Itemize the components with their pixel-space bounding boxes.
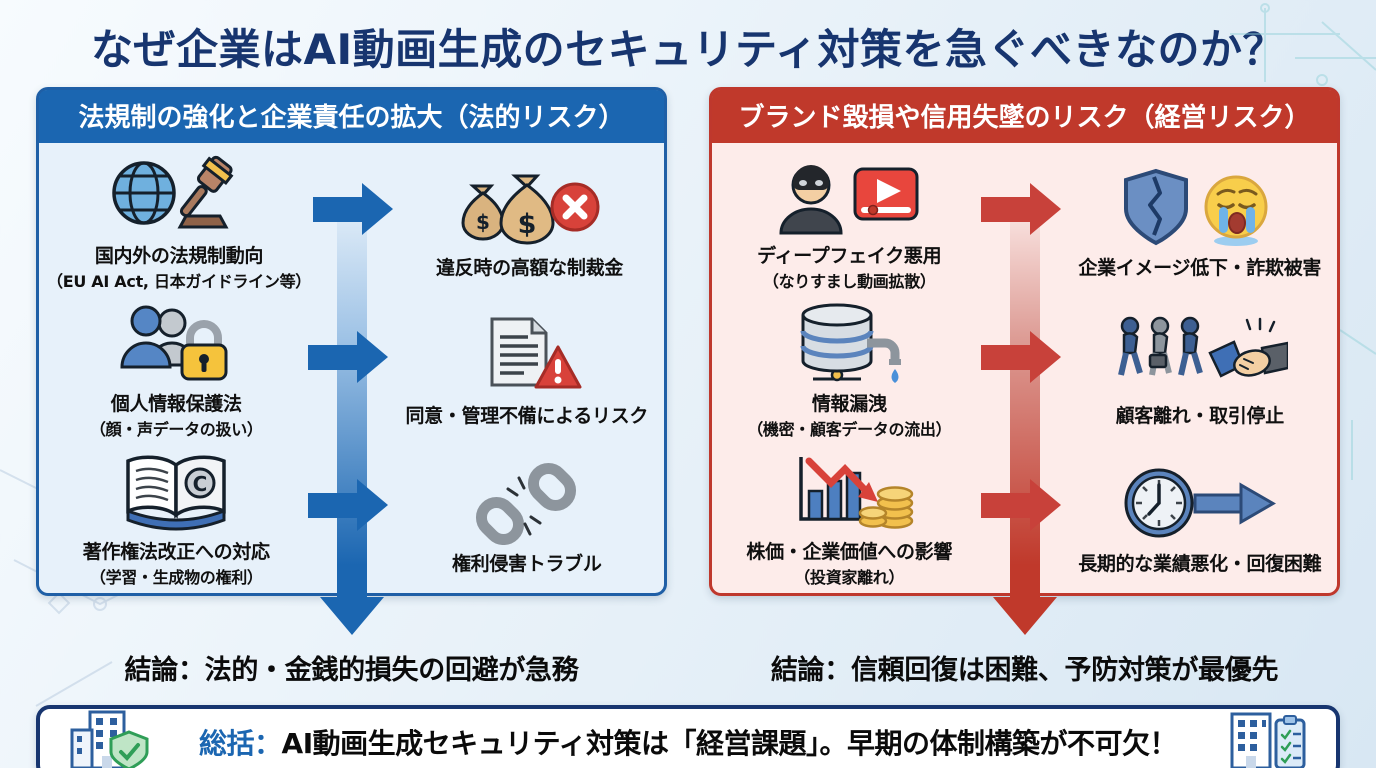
risk-item-subtitle: （なりすまし動画拡散） (762, 271, 936, 291)
risk-item-subtitle: （学習・生成物の権利） (89, 567, 263, 587)
risk-item-subtitle: （EU AI Act, 日本ガイドライン等） (47, 271, 311, 291)
flow-arrow-right-icon (980, 196, 1031, 222)
risk-item-title: 著作権法改正への対応 (82, 540, 270, 563)
legal-risk-panel: 法規制の強化と企業責任の拡大（法的リスク） (36, 87, 667, 596)
risk-item-title: 国内外の法規制動向 (94, 244, 264, 267)
summary-text: 総括：AI動画生成セキュリティ対策は「経営課題」。早期の体制構築が不可欠！ (152, 722, 1224, 762)
brand-risk-panel-header: ブランド毀損や信用失墜のリスク（経営リスク） (712, 90, 1337, 143)
brand-conclusion: 結論：信頼回復は困難、予防対策が最優先 (770, 655, 1279, 686)
risk-result-item: $ $ 違反時の高額な制裁金 (403, 163, 656, 280)
flow-arrow-right-icon (980, 492, 1031, 518)
building-checklist-icon (1224, 708, 1310, 768)
risk-item-title: 長期的な業績悪化・回復困難 (1078, 552, 1322, 575)
deepfake-hacker-video-icon (720, 151, 979, 239)
risk-source-item: 情報漏洩 （機密・顧客データの流出） (720, 299, 979, 440)
broken-shield-crying-icon (1071, 163, 1330, 251)
risk-result-item: 長期的な業績悪化・回復困難 (1071, 459, 1330, 576)
risk-result-item: 権利侵害トラブル (398, 459, 657, 576)
svg-text:$: $ (477, 210, 491, 234)
svg-text:$: $ (518, 209, 537, 240)
risk-item-title: 同意・管理不備によるリスク (405, 404, 649, 427)
risk-item-title: ディープフェイク悪用 (757, 244, 942, 267)
document-warning-icon (398, 311, 657, 399)
risk-item-subtitle: （投資家離れ） (794, 567, 905, 587)
risk-result-item: 顧客離れ・取引停止 (1071, 311, 1330, 428)
database-leak-icon (720, 299, 979, 387)
brand-risk-panel-body: ディープフェイク悪用 （なりすまし動画拡散） (712, 143, 1337, 593)
risk-item-title: 情報漏洩 (811, 392, 887, 415)
risk-row: 株価・企業価値への影響 （投資家離れ） (720, 443, 1329, 591)
flow-arrow-right-icon (312, 196, 363, 222)
summary-statement: AI動画生成セキュリティ対策は「経営課題」。早期の体制構築が不可欠！ (281, 727, 1178, 760)
risk-item-title: 顧客離れ・取引停止 (1115, 404, 1285, 427)
flow-arrow-right-icon (980, 344, 1031, 370)
people-lock-icon (47, 299, 306, 387)
clock-arrow-icon (1071, 459, 1330, 547)
risk-source-item: C 著作権法改正への対応 （学習・生成物の権利） (47, 447, 306, 588)
legal-risk-panel-header: 法規制の強化と企業責任の拡大（法的リスク） (39, 90, 664, 143)
copyright-book-icon: C (47, 447, 306, 535)
flow-arrow-right-icon (307, 492, 358, 518)
summary-label: 総括： (199, 727, 282, 760)
risk-row: 情報漏洩 （機密・顧客データの流出） (720, 295, 1329, 443)
risk-source-item: 国内外の法規制動向 （EU AI Act, 日本ガイドライン等） (47, 151, 311, 292)
legal-risk-panel-body: 国内外の法規制動向 （EU AI Act, 日本ガイドライン等） (39, 143, 664, 593)
risk-item-subtitle: （機密・顧客データの流出） (747, 419, 952, 439)
svg-text:C: C (193, 472, 208, 496)
money-bags-penalty-icon: $ $ (403, 163, 656, 251)
risk-columns: 法規制の強化と企業責任の拡大（法的リスク） (0, 77, 1376, 687)
building-shield-icon (66, 708, 152, 768)
globe-gavel-icon (47, 151, 311, 239)
risk-source-item: 個人情報保護法 （顔・声データの扱い） (47, 299, 306, 440)
risk-row: 個人情報保護法 （顔・声データの扱い） (47, 295, 656, 443)
risk-source-item: 株価・企業価値への影響 （投資家離れ） (720, 447, 979, 588)
risk-item-title: 株価・企業価値への影響 (746, 540, 953, 563)
broken-chain-icon (398, 459, 657, 547)
page-title: なぜ企業はAI動画生成のセキュリティ対策を急ぐべきなのか？ (90, 25, 1286, 74)
legal-conclusion: 結論：法的・金銭的損失の回避が急務 (124, 655, 579, 686)
risk-row: C 著作権法改正への対応 （学習・生成物の権利） (47, 443, 656, 591)
risk-row: 国内外の法規制動向 （EU AI Act, 日本ガイドライン等） (47, 147, 656, 295)
brand-risk-column: ブランド毀損や信用失墜のリスク（経営リスク） (709, 87, 1340, 687)
brand-risk-panel: ブランド毀損や信用失墜のリスク（経営リスク） (709, 87, 1340, 596)
customers-leaving-handshake-icon (1071, 311, 1330, 399)
risk-row: ディープフェイク悪用 （なりすまし動画拡散） (720, 147, 1329, 295)
legal-risk-column: 法規制の強化と企業責任の拡大（法的リスク） (36, 87, 667, 687)
risk-result-item: 同意・管理不備によるリスク (398, 311, 657, 428)
flow-arrow-right-icon (307, 344, 358, 370)
risk-result-item: 企業イメージ低下・詐欺被害 (1071, 163, 1330, 280)
risk-item-title: 権利侵害トラブル (451, 552, 602, 575)
stock-decline-coins-icon (720, 447, 979, 535)
risk-item-title: 企業イメージ低下・詐欺被害 (1078, 256, 1322, 279)
summary-bar: 総括：AI動画生成セキュリティ対策は「経営課題」。早期の体制構築が不可欠！ (36, 705, 1340, 768)
risk-item-title: 個人情報保護法 (110, 392, 242, 415)
risk-item-title: 違反時の高額な制裁金 (435, 256, 623, 279)
risk-source-item: ディープフェイク悪用 （なりすまし動画拡散） (720, 151, 979, 292)
risk-item-subtitle: （顔・声データの扱い） (89, 419, 263, 439)
